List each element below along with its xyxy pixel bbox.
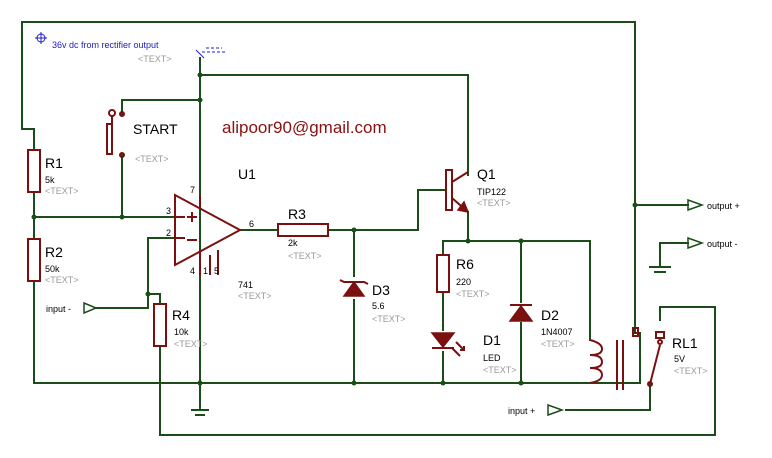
- u1-pin-1: 1: [203, 266, 208, 276]
- d3-value: 5.6: [372, 301, 385, 311]
- r6-value: 220: [456, 277, 471, 287]
- net-label-text: 36v dc from rectifier output: [52, 40, 159, 50]
- resistor-r6: R6 220 <TEXT>: [436, 254, 490, 299]
- ground-symbol-output: [649, 266, 671, 273]
- r4-ref: R4: [172, 307, 190, 323]
- terminal-output-minus: output -: [687, 236, 738, 250]
- u1-pin-2: 2: [166, 228, 171, 238]
- wire-bottom-loop: [159, 306, 716, 436]
- d2-ref: D2: [541, 307, 559, 323]
- u1-pin-4: 4: [190, 266, 195, 276]
- start-placeholder: <TEXT>: [135, 154, 169, 164]
- r1-ref: R1: [45, 155, 63, 171]
- d2-placeholder: <TEXT>: [541, 339, 575, 349]
- junctions: [31, 72, 638, 386]
- net-label-placeholder: <TEXT>: [138, 54, 172, 64]
- r3-value: 2k: [288, 238, 298, 248]
- r2-ref: R2: [45, 244, 63, 260]
- output-minus-label: output -: [707, 239, 738, 249]
- d1-placeholder: <TEXT>: [483, 365, 517, 375]
- wire-supply-to-q1: [199, 74, 469, 176]
- terminal-input-plus: input +: [508, 403, 565, 417]
- ground-symbol-opamp: [191, 409, 209, 416]
- rl1-ref: RL1: [672, 335, 698, 351]
- u1-pin-3: 3: [166, 206, 171, 216]
- resistor-r1: R1 5k <TEXT>: [27, 149, 79, 196]
- r3-placeholder: <TEXT>: [288, 251, 322, 261]
- start-switch: START <TEXT>: [106, 109, 178, 164]
- u1-ref: U1: [238, 166, 256, 182]
- start-label: START: [133, 121, 178, 137]
- r6-ref: R6: [456, 256, 474, 272]
- rl1-placeholder: <TEXT>: [674, 366, 708, 376]
- wire-emitter-bus: [442, 240, 591, 341]
- wire-coil-return: [589, 332, 641, 384]
- d3-ref: D3: [372, 282, 390, 298]
- opamp-u1: 3 2 6 7 4 1 5 U1 741 <TEXT>: [166, 166, 272, 301]
- u1-pin-7: 7: [190, 185, 195, 195]
- output-plus-label: output +: [707, 201, 740, 211]
- wires: [21, 21, 716, 436]
- q1-ref: Q1: [477, 166, 496, 182]
- wire-top-rail: [21, 21, 636, 334]
- net-label-36v: 36v dc from rectifier output <TEXT>: [35, 32, 226, 64]
- wire-input-plus: [565, 383, 651, 411]
- d2-value: 1N4007: [541, 327, 573, 337]
- diode-d2: D2 1N4007 <TEXT>: [508, 304, 575, 349]
- q1-value: TIP122: [477, 187, 506, 197]
- led-d1: D1 LED <TEXT>: [430, 332, 517, 375]
- u1-pin-5: 5: [214, 266, 219, 276]
- r4-value: 10k: [174, 327, 189, 337]
- u1-value: 741: [238, 280, 253, 290]
- d1-ref: D1: [483, 332, 501, 348]
- r3-ref: R3: [288, 206, 306, 222]
- d3-placeholder: <TEXT>: [372, 314, 406, 324]
- wire-inv-input: [147, 237, 176, 295]
- u1-placeholder: <TEXT>: [238, 291, 272, 301]
- terminal-input-minus: input -: [46, 301, 98, 315]
- zener-d3: D3 5.6 <TEXT>: [339, 279, 406, 324]
- wire-r3-to-q1: [327, 189, 447, 231]
- r2-value: 50k: [45, 264, 60, 274]
- transistor-q1: Q1 TIP122 <TEXT>: [445, 166, 511, 214]
- wire-input-minus: [95, 293, 161, 309]
- wire-supply-to-start: [121, 99, 201, 115]
- r1-value: 5k: [45, 175, 55, 185]
- resistor-r4: R4 10k <TEXT>: [153, 303, 208, 349]
- q1-placeholder: <TEXT>: [477, 198, 511, 208]
- wire-ground-bus: [33, 280, 641, 384]
- u1-pin-6: 6: [249, 219, 254, 229]
- resistor-r2: R2 50k <TEXT>: [27, 238, 79, 285]
- input-minus-label: input -: [46, 304, 71, 314]
- relay-rl1: RL1 5V <TEXT>: [589, 327, 708, 390]
- input-plus-label: input +: [508, 406, 535, 416]
- terminal-output-plus: output +: [687, 198, 740, 212]
- resistor-r3: R3 2k <TEXT>: [277, 206, 329, 261]
- r1-placeholder: <TEXT>: [45, 186, 79, 196]
- author-email: alipoor90@gmail.com: [222, 118, 387, 137]
- r2-placeholder: <TEXT>: [45, 275, 79, 285]
- r6-placeholder: <TEXT>: [456, 289, 490, 299]
- rl1-value: 5V: [674, 354, 685, 364]
- r4-placeholder: <TEXT>: [174, 339, 208, 349]
- d1-value: LED: [483, 353, 501, 363]
